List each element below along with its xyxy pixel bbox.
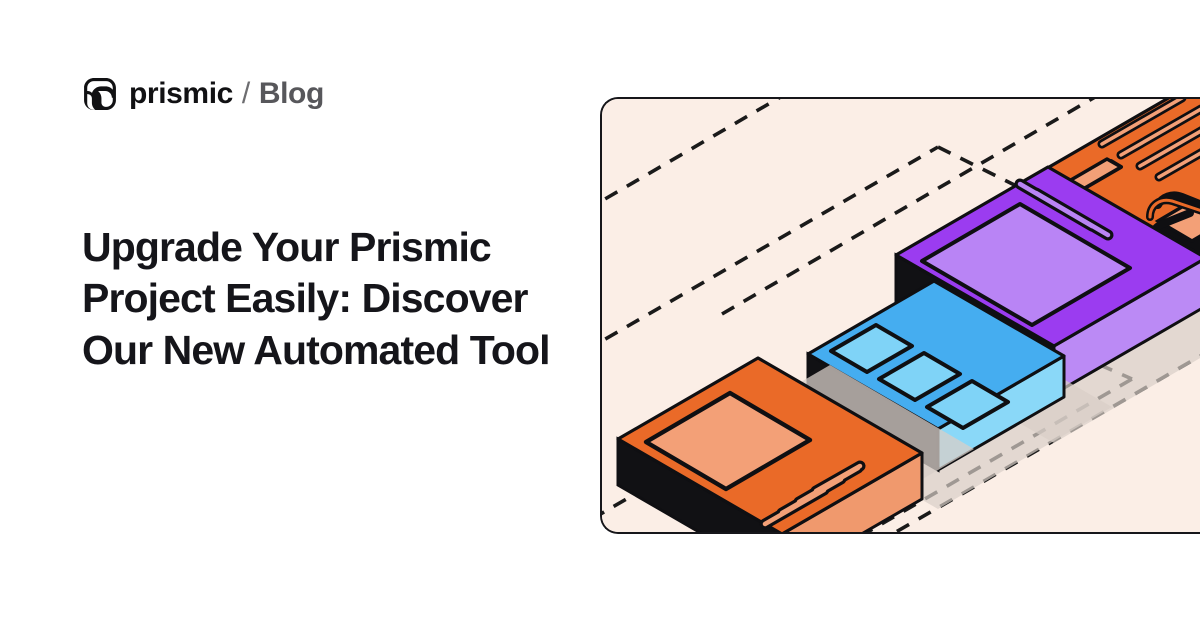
illustration-canvas [602, 99, 1200, 532]
brand-breadcrumb[interactable]: prismic / Blog [82, 72, 324, 116]
brand-wordmark: prismic / Blog [129, 79, 324, 109]
brand-section-text: Blog [258, 77, 324, 110]
page-title: Upgrade Your Prismic Project Easily: Dis… [82, 224, 551, 373]
brand-separator: / [241, 77, 250, 110]
orange-back-text-lines-fill [1100, 99, 1200, 179]
slice-orange-front [616, 356, 974, 532]
prismic-knot-logo-icon [84, 77, 116, 111]
isometric-slices-illustration [600, 97, 1200, 534]
brand-name-text: prismic [129, 77, 233, 110]
